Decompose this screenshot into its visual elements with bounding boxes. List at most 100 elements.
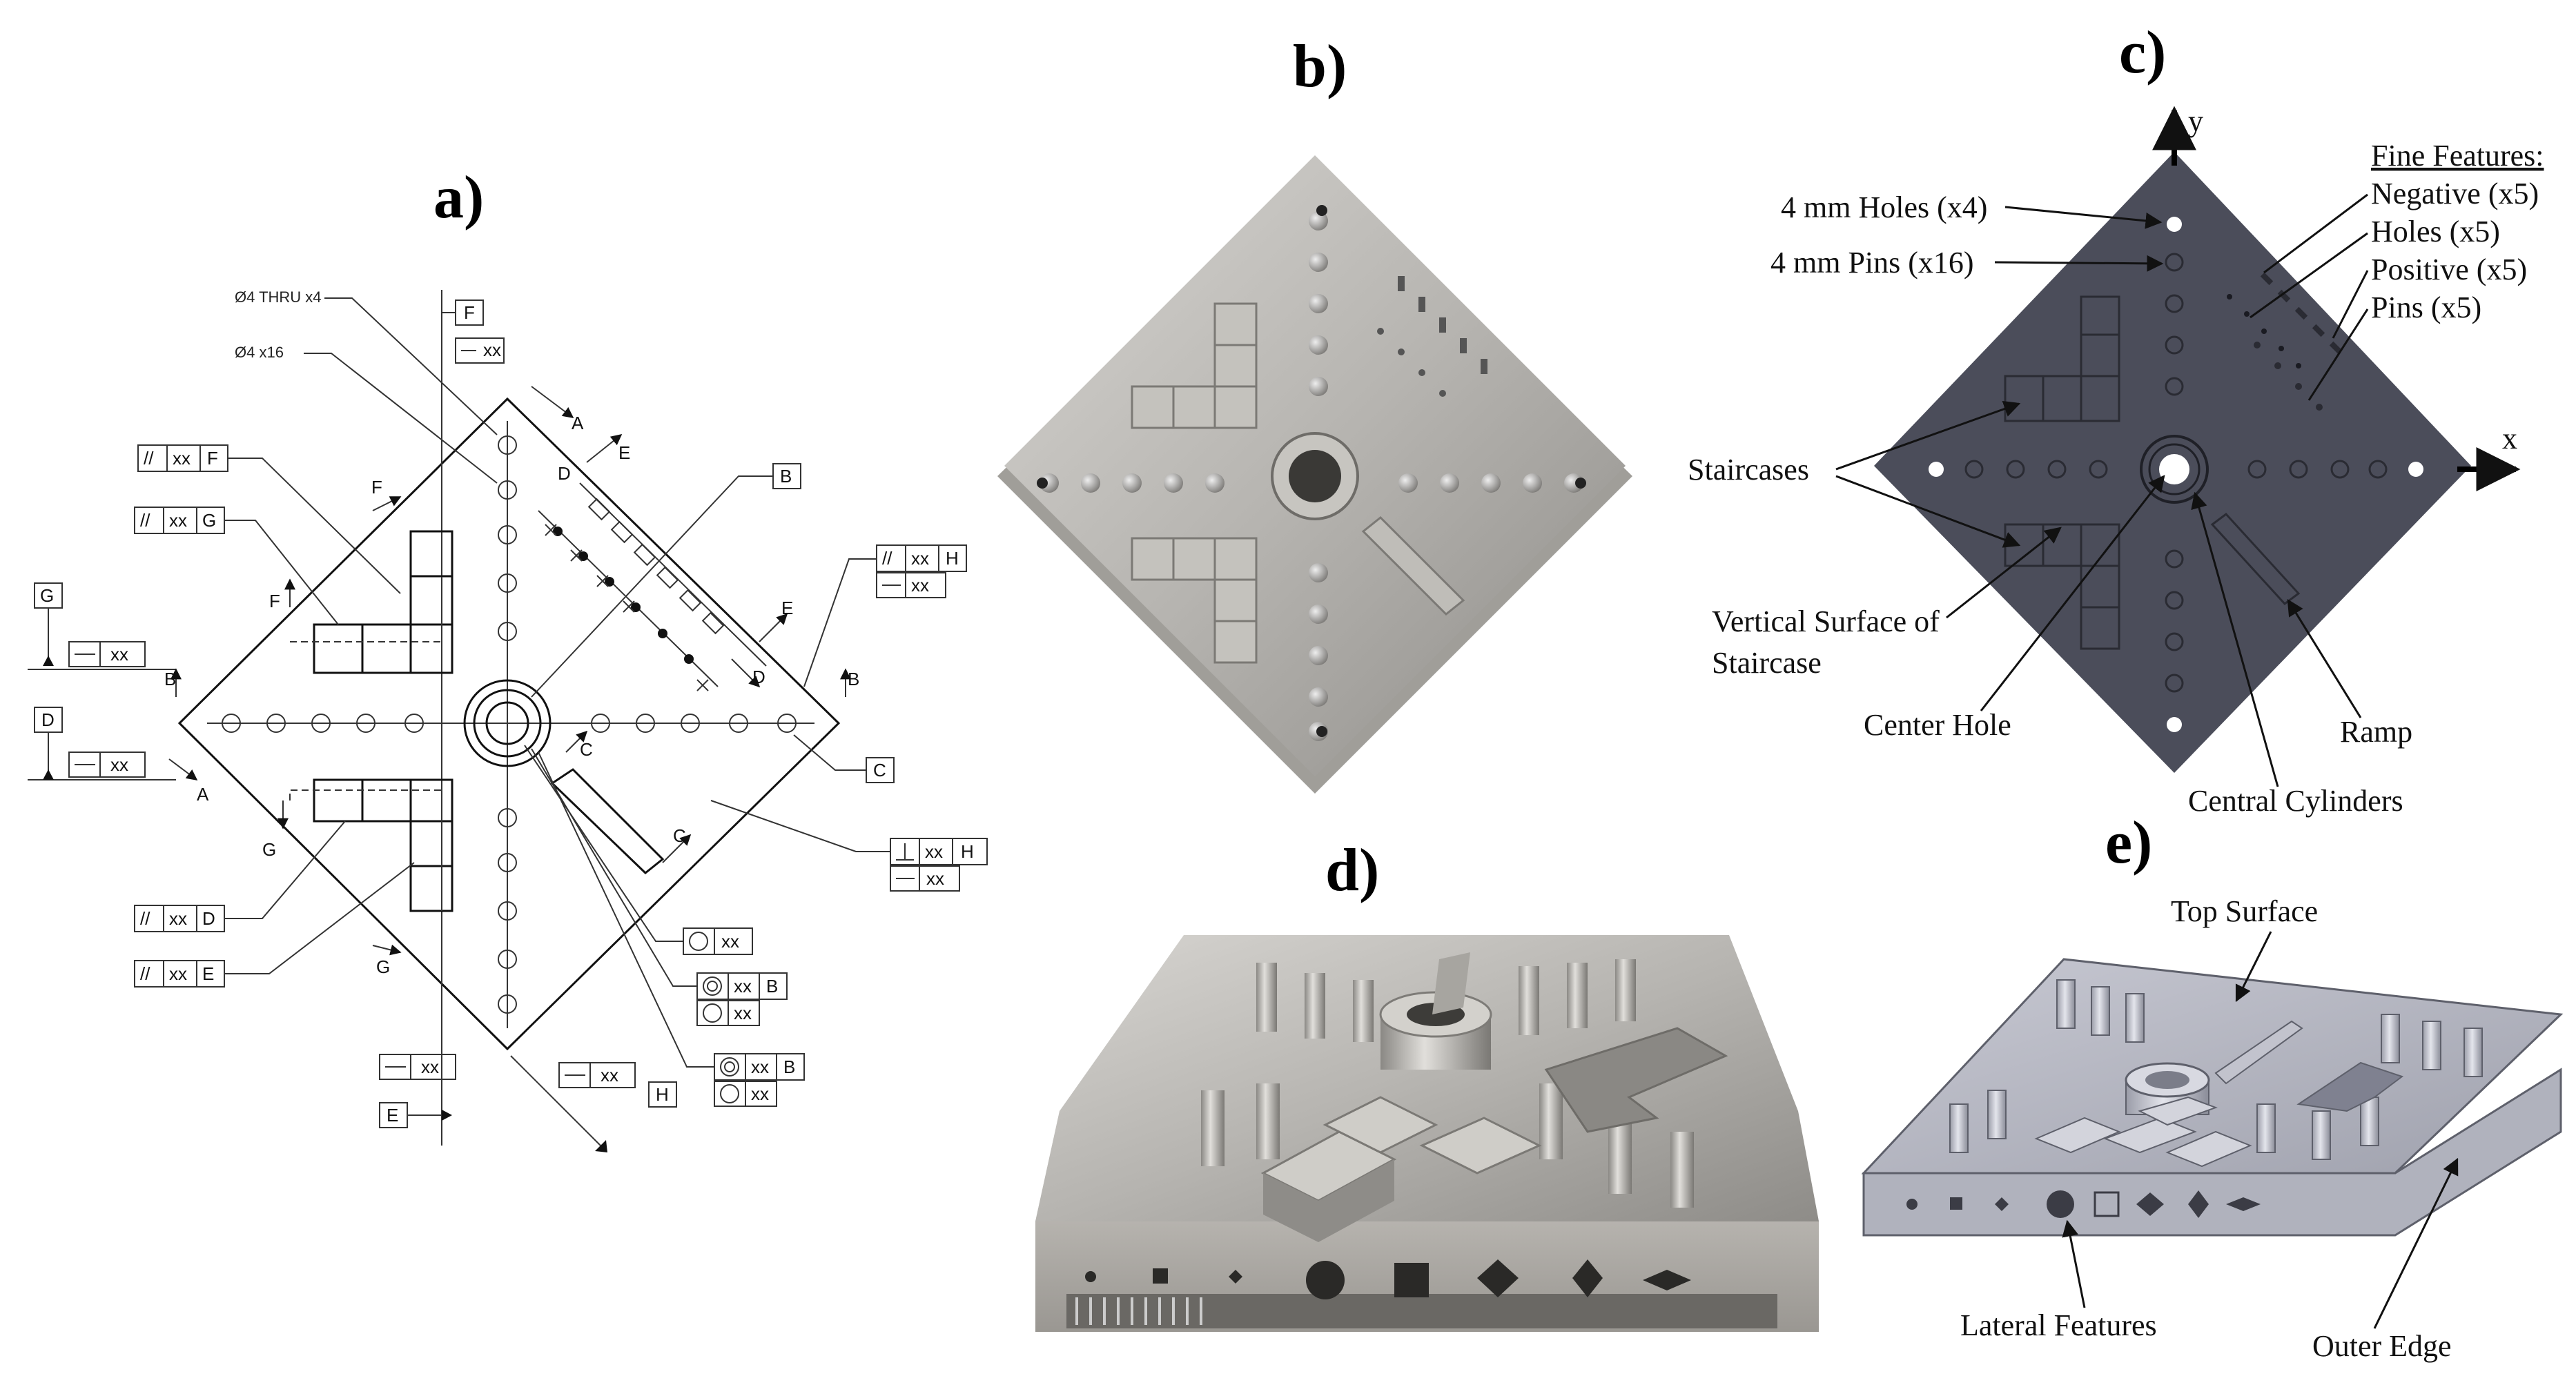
panel-label-a: a): [433, 164, 484, 231]
fcf-concentric-1: xx B xx: [531, 748, 788, 1026]
svg-text:D: D: [202, 908, 215, 929]
panel-b-photo: [997, 155, 1632, 794]
fcf-parallel-H: // xx H xx: [803, 544, 967, 687]
svg-text://: //: [140, 908, 150, 929]
svg-text:xx: xx: [751, 1057, 769, 1077]
svg-text:xx: xx: [734, 1003, 752, 1023]
label-fine-title: Fine Features:: [2371, 139, 2544, 173]
label-lateral-features: Lateral Features: [1960, 1308, 2157, 1342]
svg-text:H: H: [946, 548, 959, 569]
svg-text://: //: [882, 548, 892, 569]
svg-text:F: F: [269, 591, 280, 611]
svg-text:xx: xx: [110, 644, 128, 665]
svg-text:A: A: [572, 413, 584, 433]
svg-text:G: G: [40, 585, 54, 606]
label-top-surface: Top Surface: [2171, 894, 2318, 928]
panel-c-cad: y x: [1688, 104, 2544, 818]
svg-text:C: C: [580, 739, 593, 760]
pin-callout: Ø4 x16: [235, 344, 284, 361]
panel-label-c: c): [2119, 19, 2166, 86]
center-ring-outer: [463, 679, 552, 767]
svg-text:xx: xx: [911, 548, 929, 569]
svg-text:E: E: [202, 963, 214, 984]
svg-text:C: C: [873, 760, 886, 780]
axis-y: y: [2188, 104, 2203, 138]
svg-text:B: B: [164, 669, 176, 689]
fcf-concentric-2: xx B xx: [538, 752, 805, 1107]
fcf-F: F xx: [442, 299, 505, 364]
fcf-perp-H: xx H xx: [710, 800, 988, 892]
label-pins: 4 mm Pins (x16): [1770, 246, 1974, 279]
panel-label-d: d): [1325, 837, 1379, 904]
svg-text:E: E: [618, 442, 630, 463]
fcf-circularity: xx: [524, 745, 753, 955]
label-holes: 4 mm Holes (x4): [1781, 190, 1987, 224]
label-fine-negative: Negative (x5): [2371, 177, 2539, 210]
part-outline: [177, 397, 841, 1051]
label-outer-edge: Outer Edge: [2312, 1329, 2452, 1363]
datum-C: C: [793, 734, 895, 783]
label-fine-positive: Positive (x5): [2371, 253, 2527, 286]
svg-text:xx: xx: [926, 868, 944, 889]
svg-text:H: H: [961, 841, 974, 862]
hole-callout: Ø4 THRU x4: [235, 288, 322, 306]
svg-text:xx: xx: [925, 841, 943, 862]
label-fine-pins: Pins (x5): [2371, 291, 2481, 324]
part-e-top: [1861, 958, 2564, 1175]
svg-text:G: G: [202, 510, 216, 531]
svg-text:F: F: [371, 477, 382, 498]
fcf-flat-H: xx H: [510, 1055, 677, 1152]
panel-d-photo: [1035, 935, 1819, 1332]
svg-text:xx: xx: [173, 448, 191, 469]
svg-text:xx: xx: [169, 963, 187, 984]
svg-text://: //: [140, 510, 150, 531]
label-staircases: Staircases: [1688, 453, 1809, 487]
svg-text:H: H: [656, 1084, 669, 1105]
svg-text:G: G: [376, 956, 390, 977]
svg-text:D: D: [558, 463, 571, 484]
panel-label-e: e): [2105, 809, 2152, 876]
svg-text:xx: xx: [169, 908, 187, 929]
svg-text:B: B: [848, 669, 859, 689]
label-center-hole: Center Hole: [1864, 708, 2011, 742]
fcf-flat-E: xx E: [379, 1054, 456, 1128]
svg-text:xx: xx: [751, 1083, 769, 1104]
ramp-outline: [550, 768, 665, 874]
svg-text://: //: [140, 963, 150, 984]
datum-B: B: [531, 463, 801, 698]
panel-a-drawing: A E D F F E D B B A C C G G Ø4 THRU x4 Ø4 x16 F x…: [28, 288, 988, 1152]
svg-text:G: G: [262, 839, 276, 860]
svg-text:B: B: [766, 976, 778, 996]
svg-text:xx: xx: [421, 1057, 439, 1077]
svg-text:F: F: [464, 302, 475, 323]
panel-e-cad: Top Surface Lateral Features Outer Edge: [1861, 894, 2564, 1363]
svg-text:xx: xx: [734, 976, 752, 996]
staircase-upper-left: [313, 530, 453, 674]
label-vertical-surface-2: Staircase: [1712, 646, 1822, 680]
svg-text://: //: [144, 448, 154, 469]
svg-text:B: B: [780, 466, 792, 487]
label-central-cylinders: Central Cylinders: [2188, 784, 2403, 818]
svg-text:xx: xx: [110, 754, 128, 775]
panel-label-b: b): [1293, 33, 1347, 100]
svg-text:E: E: [781, 598, 793, 618]
label-fine-holes: Holes (x5): [2371, 215, 2500, 248]
svg-text:F: F: [207, 448, 218, 469]
datum-D: D xx: [34, 707, 146, 780]
svg-text:E: E: [387, 1105, 398, 1126]
svg-text:xx: xx: [601, 1065, 618, 1086]
fcf-parallel-D: // xx D: [134, 821, 346, 932]
pin-symbols: [222, 435, 797, 1014]
label-ramp: Ramp: [2340, 715, 2412, 749]
svg-text:C: C: [673, 825, 686, 846]
svg-text:D: D: [752, 667, 765, 687]
svg-text:xx: xx: [911, 575, 929, 596]
label-vertical-surface-1: Vertical Surface of: [1712, 605, 1940, 638]
svg-text:A: A: [197, 784, 209, 805]
datum-G: G xx: [34, 582, 146, 667]
svg-text:D: D: [41, 709, 55, 730]
